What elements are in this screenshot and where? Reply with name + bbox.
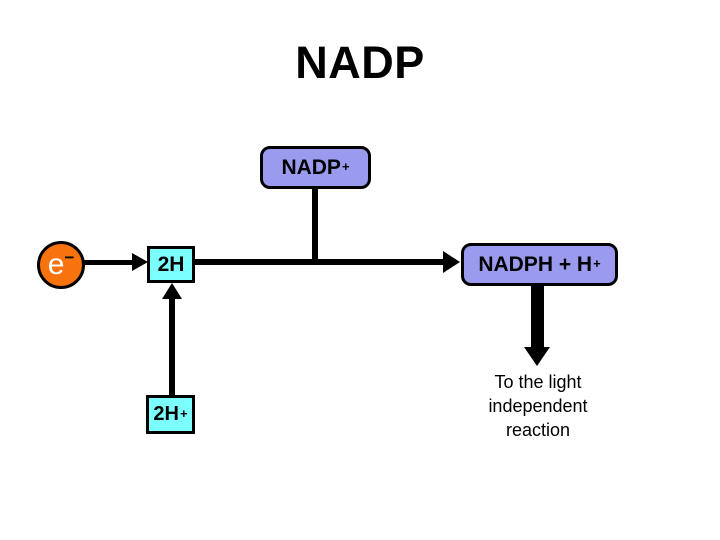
nadph-box: NADPH + H+ — [461, 243, 618, 286]
electron-label: e — [47, 248, 65, 281]
2h-label: 2H — [157, 252, 185, 276]
nadph-label: NADPH + H — [478, 252, 593, 276]
arrow-electron-to-2h-shaft — [84, 260, 133, 265]
electron-circle: e− — [37, 241, 85, 289]
arrow-2h-to-nadph-shaft — [194, 259, 445, 265]
arrow-nadph-to-note-shaft — [531, 285, 544, 348]
nadp-plus-connector-line — [312, 187, 318, 265]
arrow-electron-to-2h-head — [132, 253, 148, 271]
nadp-plus-box: NADP+ — [260, 146, 371, 189]
arrow-2h-to-nadph-head — [443, 251, 460, 273]
nadp-plus-label: NADP — [281, 155, 341, 179]
2h-plus-box: 2H+ — [146, 395, 195, 434]
note-line-2: independent — [488, 396, 588, 416]
arrow-2hplus-to-2h-head — [162, 283, 182, 299]
note-line-3: reaction — [505, 420, 571, 440]
slide-title: NADP — [295, 37, 425, 88]
2h-box: 2H — [147, 246, 195, 283]
note-line-1: To the light — [494, 372, 582, 392]
2h-plus-label: 2H — [153, 403, 179, 425]
arrow-2hplus-to-2h-shaft — [169, 297, 175, 395]
arrow-nadph-to-note-head — [524, 347, 550, 366]
light-independent-note: To the light independent reaction — [478, 370, 598, 442]
